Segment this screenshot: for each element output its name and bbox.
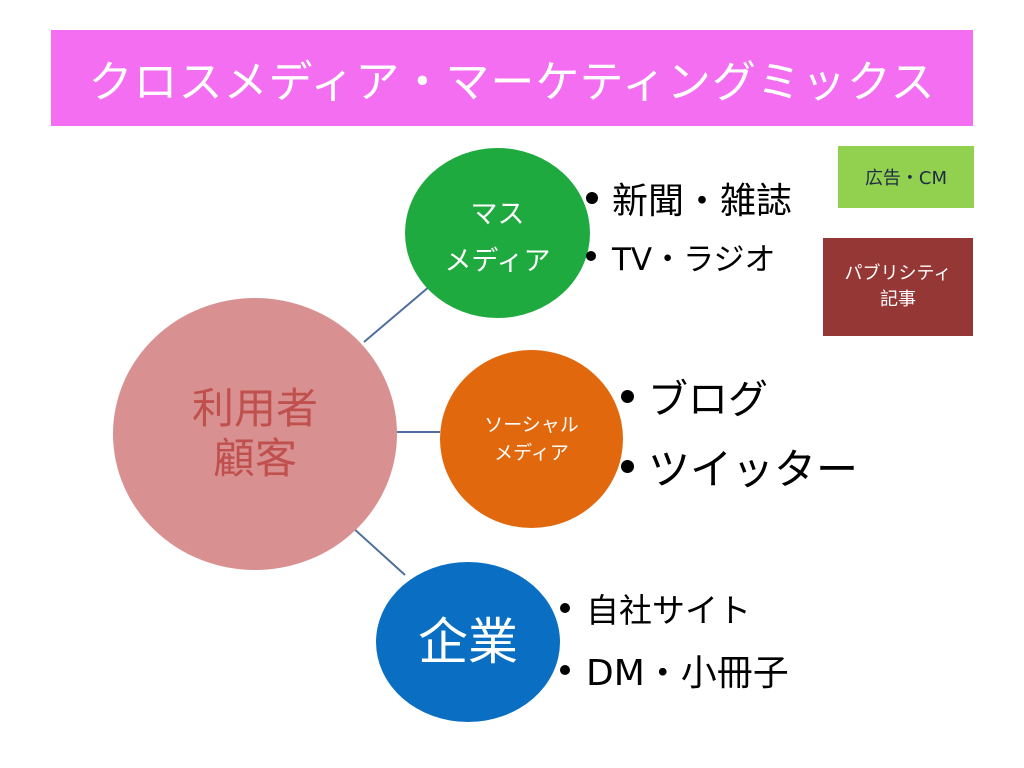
list-item: ブログ: [621, 368, 768, 424]
bullet-dot-icon: [586, 251, 596, 261]
social-media-item-2: ツイッター: [648, 444, 859, 494]
bullet-dot-icon: [560, 603, 570, 613]
company-item-1: 自社サイト: [586, 591, 751, 630]
center-label-line1: 利用者: [191, 384, 318, 433]
company-item-2: DM・小冊子: [586, 653, 789, 694]
bullet-dot-icon: [586, 192, 598, 204]
social-media-label-line2: メディア: [494, 442, 569, 464]
title-banner: クロスメディア・マーケティングミックス: [51, 30, 973, 126]
social-media-node: ソーシャル メディア: [440, 350, 623, 528]
list-item: ツイッター: [621, 436, 858, 496]
list-item: DM・小冊子: [560, 644, 789, 696]
publicity-label-line2: 記事: [880, 289, 916, 310]
social-media-item-1: ブログ: [648, 377, 768, 423]
mass-media-item-1: 新聞・雑誌: [612, 181, 793, 222]
bullet-dot-icon: [621, 389, 634, 403]
mass-media-node: マス メディア: [405, 148, 590, 318]
mass-media-label-line1: マス: [470, 199, 525, 230]
center-node-users: 利用者 顧客: [113, 298, 397, 570]
company-node: 企業: [376, 562, 560, 722]
social-media-label-line1: ソーシャル: [484, 414, 579, 436]
bullet-dot-icon: [560, 665, 570, 675]
connector-company: [351, 526, 406, 576]
list-item: 自社サイト: [560, 584, 751, 632]
connector-mass: [363, 285, 431, 343]
list-item: TV・ラジオ: [586, 232, 776, 280]
company-label: 企業: [418, 613, 518, 671]
center-label-line2: 顧客: [212, 434, 297, 483]
ad-cm-tag: 広告・CM: [838, 146, 974, 208]
list-item: 新聞・雑誌: [586, 172, 792, 224]
bullet-dot-icon: [621, 459, 634, 473]
mass-media-item-2: TV・ラジオ: [612, 241, 776, 278]
publicity-tag: パブリシティ 記事: [823, 238, 973, 336]
ad-cm-label: 広告・CM: [864, 168, 948, 189]
publicity-label-line1: パブリシティ: [844, 263, 952, 284]
page-title: クロスメディア・マーケティングミックス: [88, 57, 936, 108]
mass-media-label-line2: メディア: [444, 246, 551, 277]
